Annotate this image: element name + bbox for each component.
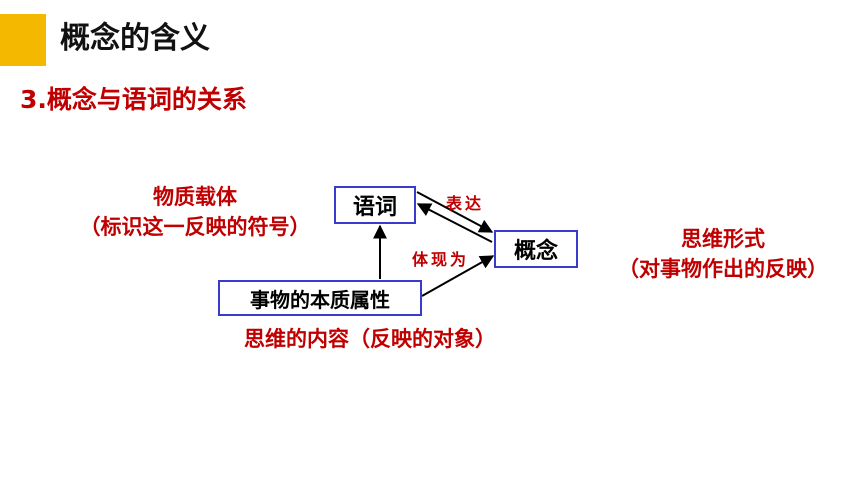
node-concept-label: 概念: [513, 239, 558, 264]
note-right-line-1: 思维形式: [681, 226, 765, 251]
slide-title: 概念的含义: [60, 21, 210, 56]
note-material-carrier: 物质载体 （标识这一反映的符号）: [50, 182, 340, 242]
note-left-line-1: 物质载体: [153, 184, 237, 209]
note-left-line-2: （标识这一反映的符号）: [79, 214, 311, 239]
arrow-word-to-concept: [416, 191, 494, 233]
section-subtitle: 3.概念与语词的关系: [20, 85, 247, 114]
node-concept: 概念: [494, 230, 578, 268]
note-thinking-content: 思维的内容（反映的对象）: [244, 326, 496, 351]
node-word-label: 语词: [352, 195, 397, 220]
edge-label-express: 表达: [446, 194, 485, 213]
note-right-line-2: （对事物作出的反映）: [618, 256, 828, 281]
node-word: 语词: [334, 186, 416, 224]
arrow-concept-to-word: [416, 203, 493, 243]
title-accent-bar: [0, 14, 46, 66]
edge-label-embody: 体现为: [412, 250, 470, 269]
node-attributes: 事物的本质属性: [218, 280, 422, 316]
arrow-attributes-to-concept: [421, 255, 495, 297]
note-thinking-form: 思维形式 （对事物作出的反映）: [598, 224, 848, 284]
node-attributes-label: 事物的本质属性: [250, 287, 390, 312]
